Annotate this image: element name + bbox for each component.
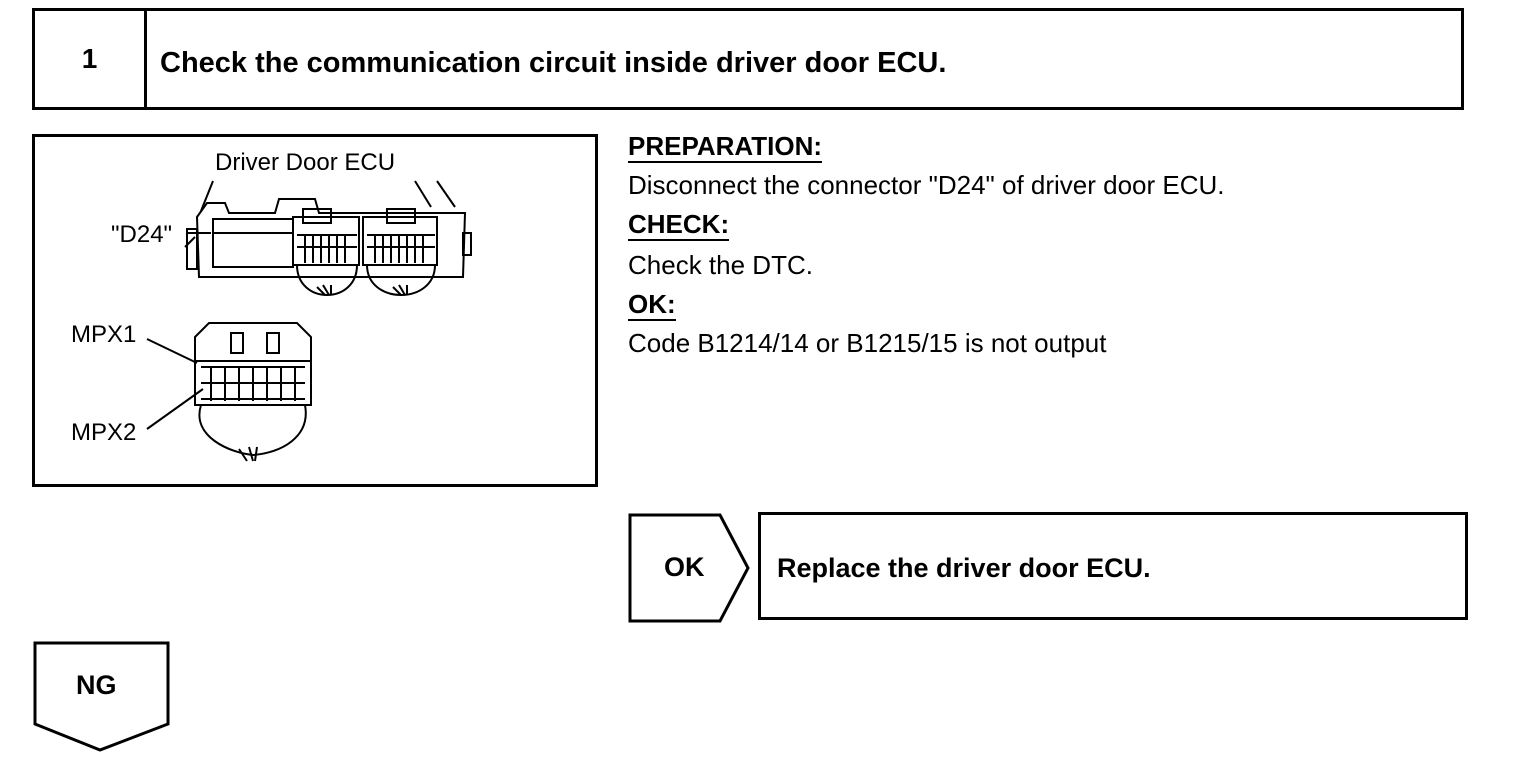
step-header: 1 Check the communication circuit inside…	[32, 8, 1464, 110]
ok-action-text: Replace the driver door ECU.	[777, 553, 1151, 583]
mpx2-label: MPX2	[71, 419, 137, 446]
ng-arrow-shape	[33, 641, 170, 752]
d24-label: "D24"	[111, 221, 173, 248]
ecu-label: Driver Door ECU	[215, 149, 396, 176]
ng-arrow: NG	[32, 640, 172, 754]
ok-heading: OK:	[628, 289, 676, 321]
preparation-text: Disconnect the connector "D24" of driver…	[628, 170, 1225, 200]
d24-port	[212, 218, 294, 268]
connector-illustration: Driver Door ECU "D24" MPX1 MPX2	[32, 134, 598, 487]
check-text: Check the DTC.	[628, 250, 813, 280]
step-title: Check the communication circuit inside d…	[160, 47, 947, 79]
ok-result-box: Replace the driver door ECU.	[758, 512, 1468, 620]
ng-arrow-label: NG	[76, 670, 117, 700]
check-heading: CHECK:	[628, 209, 730, 241]
ok-arrow-label: OK	[664, 552, 705, 582]
connector-left	[292, 216, 360, 266]
ecu-body-outline	[195, 198, 467, 278]
lower-connector-outline	[194, 322, 312, 406]
preparation-heading: PREPARATION:	[628, 131, 823, 163]
ok-criteria-text: Code B1214/14 or B1215/15 is not output	[628, 328, 1107, 358]
ecu-connector-drawing	[146, 180, 472, 462]
ok-arrow-shape	[628, 513, 750, 623]
step-number: 1	[35, 11, 147, 107]
ok-arrow: OK	[628, 512, 752, 624]
ecu-side-tab	[186, 228, 198, 270]
mpx1-label: MPX1	[71, 321, 137, 348]
connector-right	[362, 216, 438, 266]
